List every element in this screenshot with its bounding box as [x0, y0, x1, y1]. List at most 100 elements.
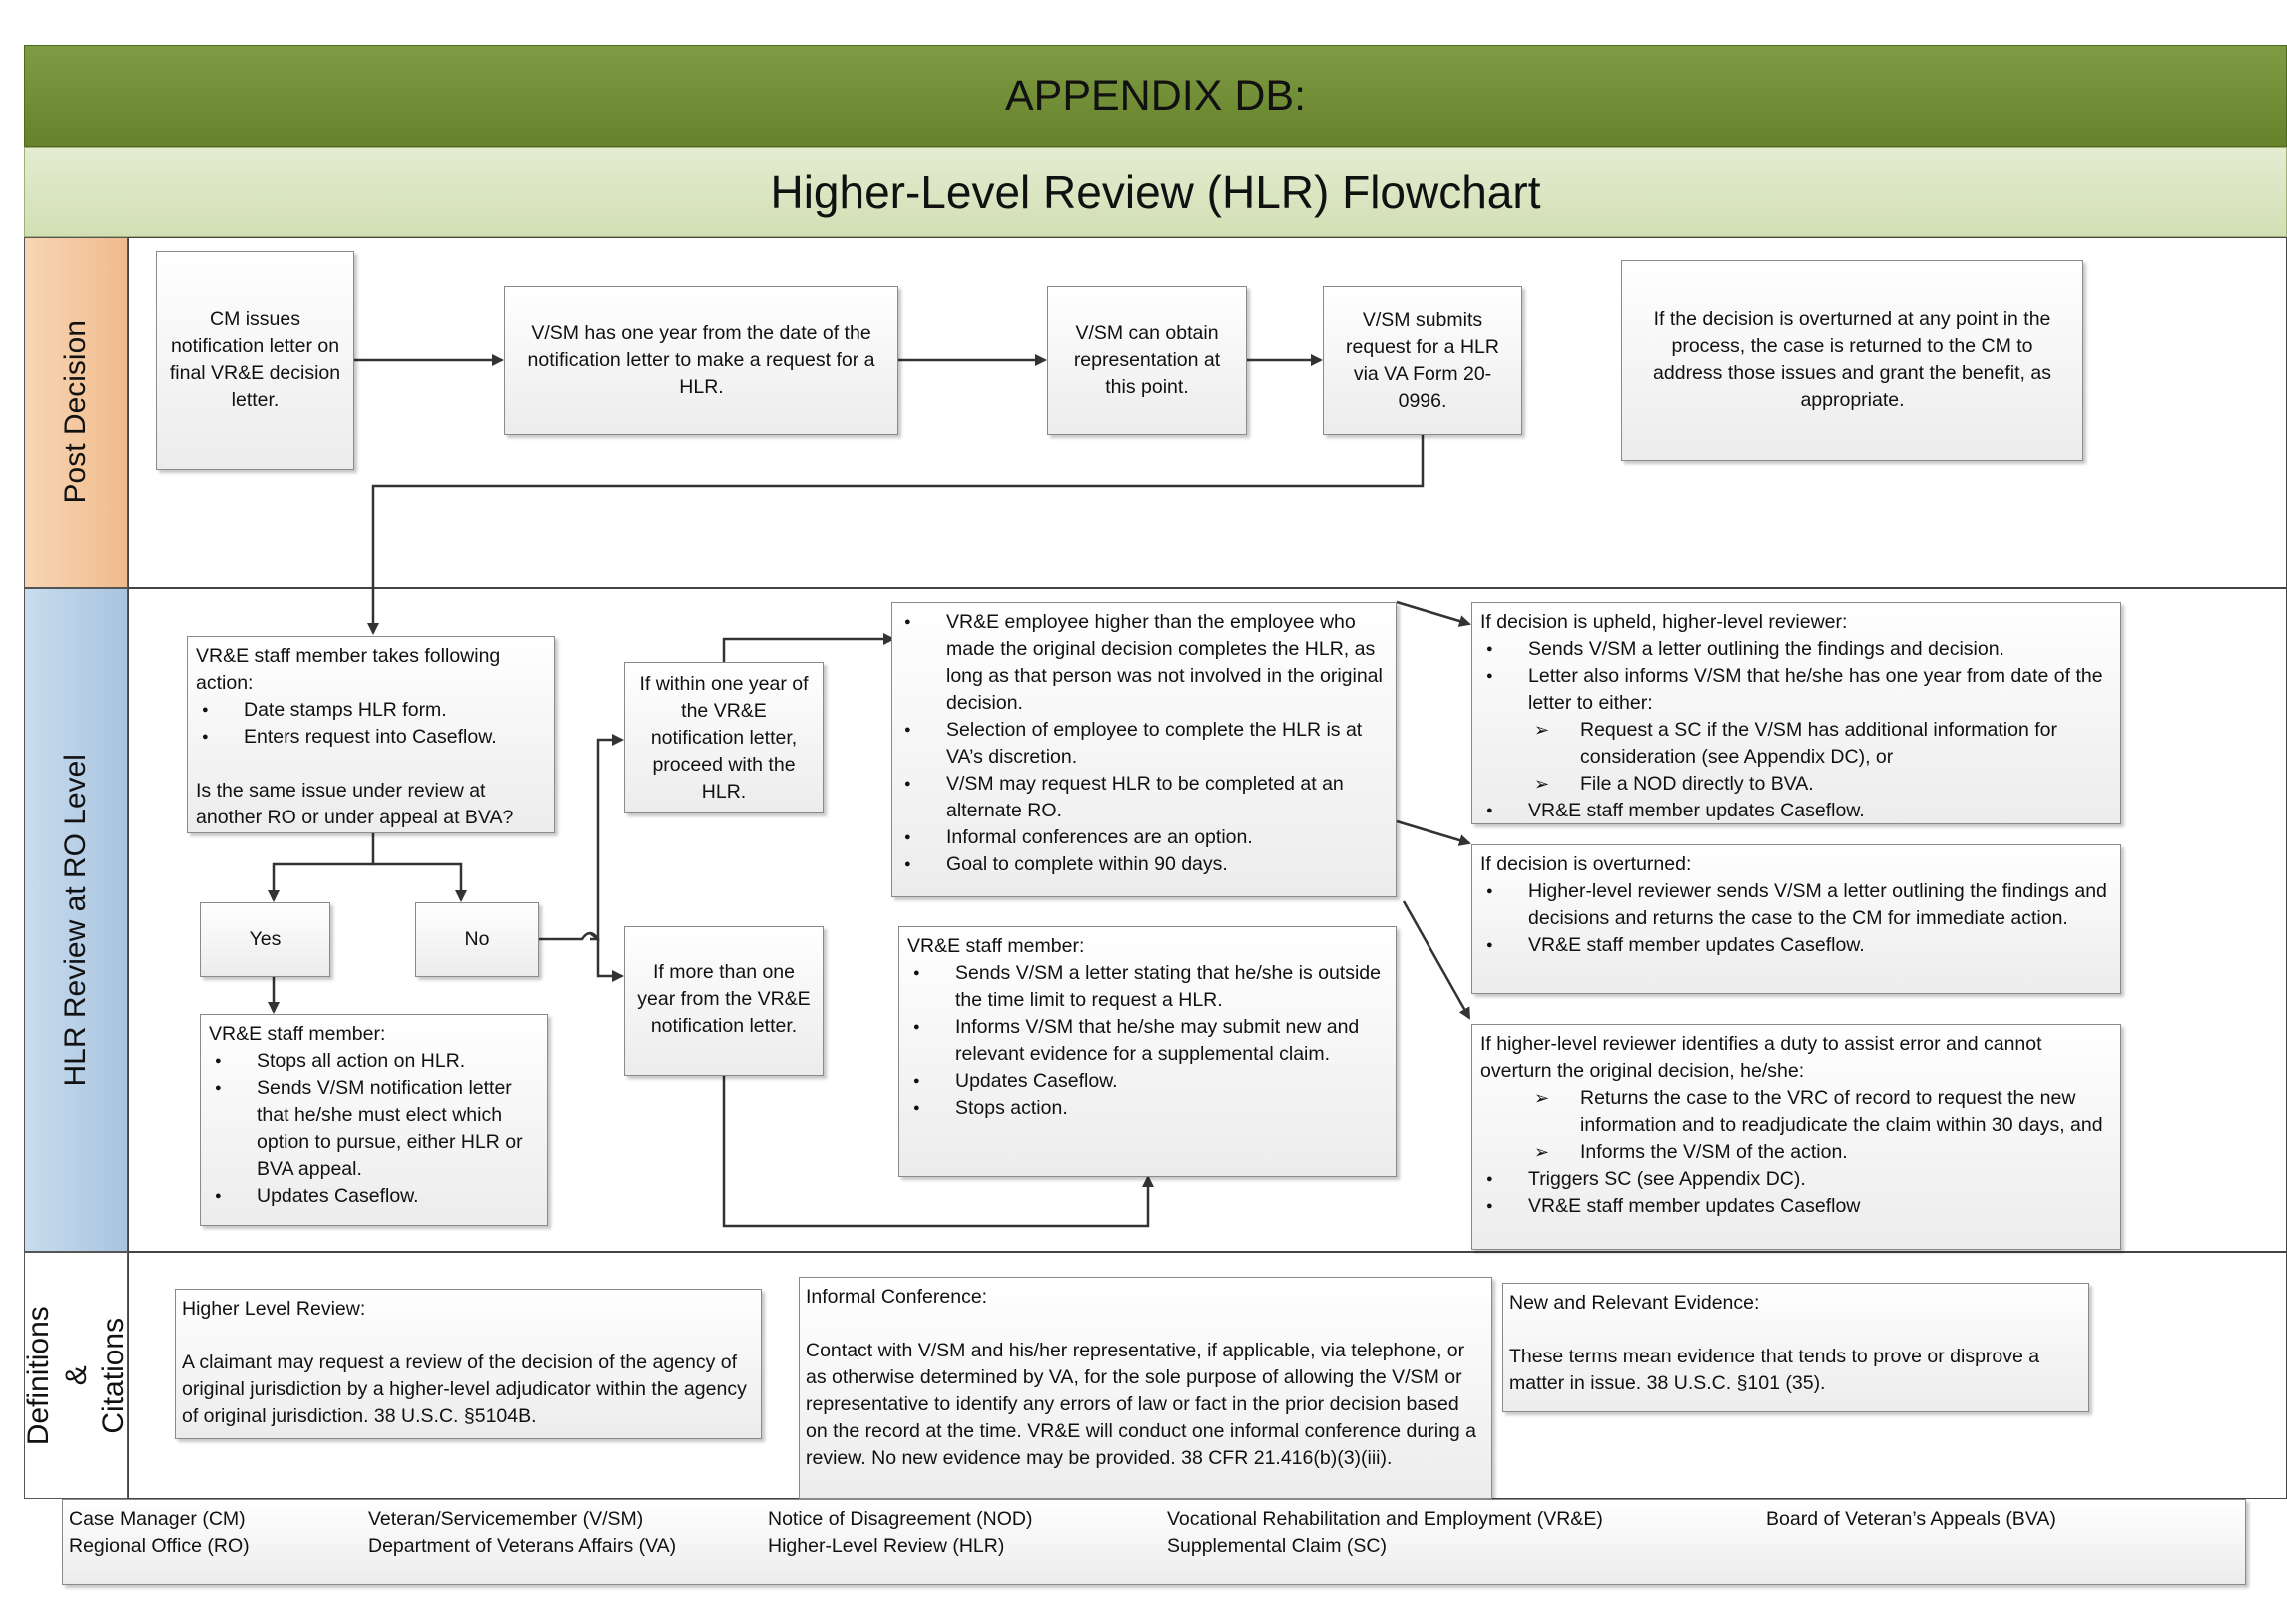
definition-hlr-heading: Higher Level Review: — [182, 1298, 366, 1320]
definition-informal-box: Informal Conference: Contact with V/SM a… — [799, 1277, 1492, 1499]
legend-column: Notice of Disagreement (NOD) Higher-Leve… — [768, 1506, 1033, 1560]
flowchart-title: Higher-Level Review (HLR) Flowchart — [770, 166, 1541, 218]
legend-column: Case Manager (CM) Regional Office (RO) — [69, 1506, 250, 1560]
list-item: Sends V/SM a letter outlining the findin… — [1486, 636, 2112, 663]
yes-label: Yes — [249, 928, 282, 950]
list-item: Sends V/SM notification letter that he/s… — [215, 1075, 539, 1183]
overturned-intro: If decision is overturned: — [1480, 853, 1692, 875]
duty-assist-sublist: Returns the case to the VRC of record to… — [1480, 1085, 2112, 1166]
upheld-sublist: Request a SC if the V/SM has additional … — [1480, 717, 2112, 798]
submits-text: V/SM submits request for a HLR via VA Fo… — [1346, 308, 1499, 412]
legend-item: Higher-Level Review (HLR) — [768, 1535, 1005, 1557]
arrow-staff-to-yes — [268, 833, 375, 902]
representation-box: V/SM can obtain representation at this p… — [1047, 286, 1247, 435]
cm-issues-text: CM issues notification letter on final V… — [169, 308, 341, 411]
within-year-text: If within one year of the VR&E notificat… — [639, 672, 809, 803]
arrow-more-to-late — [722, 1076, 1154, 1228]
within-year-box: If within one year of the VR&E notificat… — [624, 662, 824, 813]
list-item: Enters request into Caseflow. — [202, 724, 546, 751]
definition-evidence-heading: New and Relevant Evidence: — [1509, 1292, 1760, 1314]
cm-issues-box: CM issues notification letter on final V… — [156, 251, 354, 470]
arrow-no-to-more — [590, 937, 624, 982]
legend-item: Regional Office (RO) — [69, 1535, 250, 1557]
upheld-list-end: VR&E staff member updates Caseflow. — [1480, 798, 2112, 824]
arrow-employee-to-overturned — [1396, 819, 1471, 846]
arrow-no-to-within — [589, 734, 624, 942]
lane-label-hlr-review: HLR Review at RO Level — [24, 588, 128, 1252]
list-item: Informal conferences are an option. — [904, 824, 1388, 851]
upheld-box: If decision is upheld, higher-level revi… — [1471, 602, 2121, 824]
submits-box: V/SM submits request for a HLR via VA Fo… — [1323, 286, 1522, 435]
lane-label-post-decision: Post Decision — [24, 237, 128, 588]
no-label: No — [464, 928, 490, 950]
late-action-list: Sends V/SM a letter stating that he/she … — [907, 960, 1388, 1122]
one-year-box: V/SM has one year from the date of the n… — [504, 286, 898, 435]
definition-evidence-box: New and Relevant Evidence: These terms m… — [1502, 1283, 2089, 1412]
one-year-text: V/SM has one year from the date of the n… — [527, 322, 875, 398]
list-item: Sends V/SM a letter stating that he/she … — [913, 960, 1388, 1014]
staff-action-list: Date stamps HLR form. Enters request int… — [196, 697, 546, 751]
list-item: Higher-level reviewer sends V/SM a lette… — [1486, 878, 2112, 932]
list-item: File a NOD directly to BVA. — [1534, 771, 2112, 798]
legend-item: Board of Veteran’s Appeals (BVA) — [1766, 1508, 2056, 1530]
definition-informal-heading: Informal Conference: — [806, 1286, 988, 1308]
overturned-note-box: If the decision is overturned at any poi… — [1621, 260, 2083, 461]
appendix-title-bar: APPENDIX DB: — [24, 45, 2287, 147]
abbreviations-legend: Case Manager (CM) Regional Office (RO) V… — [62, 1499, 2246, 1585]
legend-item: Case Manager (CM) — [69, 1508, 246, 1530]
list-item: V/SM may request HLR to be completed at … — [904, 771, 1388, 824]
upheld-intro: If decision is upheld, higher-level revi… — [1480, 611, 1848, 633]
legend-item: Veteran/Servicemember (V/SM) — [368, 1508, 644, 1530]
legend-item: Vocational Rehabilitation and Employment… — [1167, 1508, 1603, 1530]
legend-item: Department of Veterans Affairs (VA) — [368, 1535, 677, 1557]
definition-informal-text: Contact with V/SM and his/her representa… — [806, 1340, 1477, 1469]
yes-box: Yes — [200, 902, 330, 977]
arrow-no-hop — [539, 931, 600, 941]
late-action-box: VR&E staff member: Sends V/SM a letter s… — [898, 926, 1397, 1177]
definition-hlr-text: A claimant may request a review of the d… — [182, 1352, 747, 1427]
legend-column: Veteran/Servicemember (V/SM) Department … — [368, 1506, 676, 1560]
list-item: VR&E staff member updates Caseflow. — [1486, 932, 2112, 959]
arrow-submits-to-staff — [367, 435, 1425, 635]
arrow-within-to-employee — [722, 633, 895, 673]
arrow-employee-to-upheld — [1396, 600, 1471, 627]
employee-higher-list: VR&E employee higher than the employee w… — [898, 609, 1388, 878]
staff-action-box: VR&E staff member takes following action… — [187, 636, 555, 833]
duty-assist-list: Triggers SC (see Appendix DC). VR&E staf… — [1480, 1166, 2112, 1220]
list-item: Selection of employee to complete the HL… — [904, 717, 1388, 771]
list-item: Goal to complete within 90 days. — [904, 851, 1388, 878]
list-item: Letter also informs V/SM that he/she has… — [1486, 663, 2112, 717]
legend-item: Notice of Disagreement (NOD) — [768, 1508, 1033, 1530]
definition-hlr-box: Higher Level Review: A claimant may requ… — [175, 1289, 762, 1439]
list-item: Triggers SC (see Appendix DC). — [1486, 1166, 2112, 1193]
list-item: Stops action. — [913, 1095, 1388, 1122]
representation-text: V/SM can obtain representation at this p… — [1073, 322, 1221, 398]
yes-action-intro: VR&E staff member: — [209, 1023, 386, 1045]
staff-action-question: Is the same issue under review at anothe… — [196, 780, 514, 828]
list-item: VR&E staff member updates Caseflow — [1486, 1193, 2112, 1220]
yes-action-list: Stops all action on HLR. Sends V/SM noti… — [209, 1048, 539, 1210]
duty-assist-box: If higher-level reviewer identifies a du… — [1471, 1024, 2121, 1250]
staff-action-intro: VR&E staff member takes following action… — [196, 645, 501, 694]
list-item: VR&E staff member updates Caseflow. — [1486, 798, 2112, 824]
upheld-list: Sends V/SM a letter outlining the findin… — [1480, 636, 2112, 717]
list-item: Informs the V/SM of the action. — [1534, 1139, 2112, 1166]
legend-item: Supplemental Claim (SC) — [1167, 1535, 1387, 1557]
arrow-employee-to-duty — [1402, 900, 1471, 1020]
overturned-list: Higher-level reviewer sends V/SM a lette… — [1480, 878, 2112, 959]
legend-column: Vocational Rehabilitation and Employment… — [1167, 1506, 1603, 1560]
list-item: Informs V/SM that he/she may submit new … — [913, 1014, 1388, 1068]
no-box: No — [415, 902, 539, 977]
list-item: Date stamps HLR form. — [202, 697, 546, 724]
more-than-year-text: If more than one year from the VR&E noti… — [637, 961, 811, 1037]
overturned-note-text: If the decision is overturned at any poi… — [1653, 308, 2051, 411]
legend-column: Board of Veteran’s Appeals (BVA) — [1766, 1506, 2056, 1533]
list-item: Returns the case to the VRC of record to… — [1534, 1085, 2112, 1139]
list-item: VR&E employee higher than the employee w… — [904, 609, 1388, 717]
yes-action-box: VR&E staff member: Stops all action on H… — [200, 1014, 548, 1226]
list-item: Request a SC if the V/SM has additional … — [1534, 717, 2112, 771]
employee-higher-box: VR&E employee higher than the employee w… — [891, 602, 1397, 897]
lane-label-definitions: Definitions & Citations — [22, 1252, 130, 1499]
list-item: Updates Caseflow. — [215, 1183, 539, 1210]
